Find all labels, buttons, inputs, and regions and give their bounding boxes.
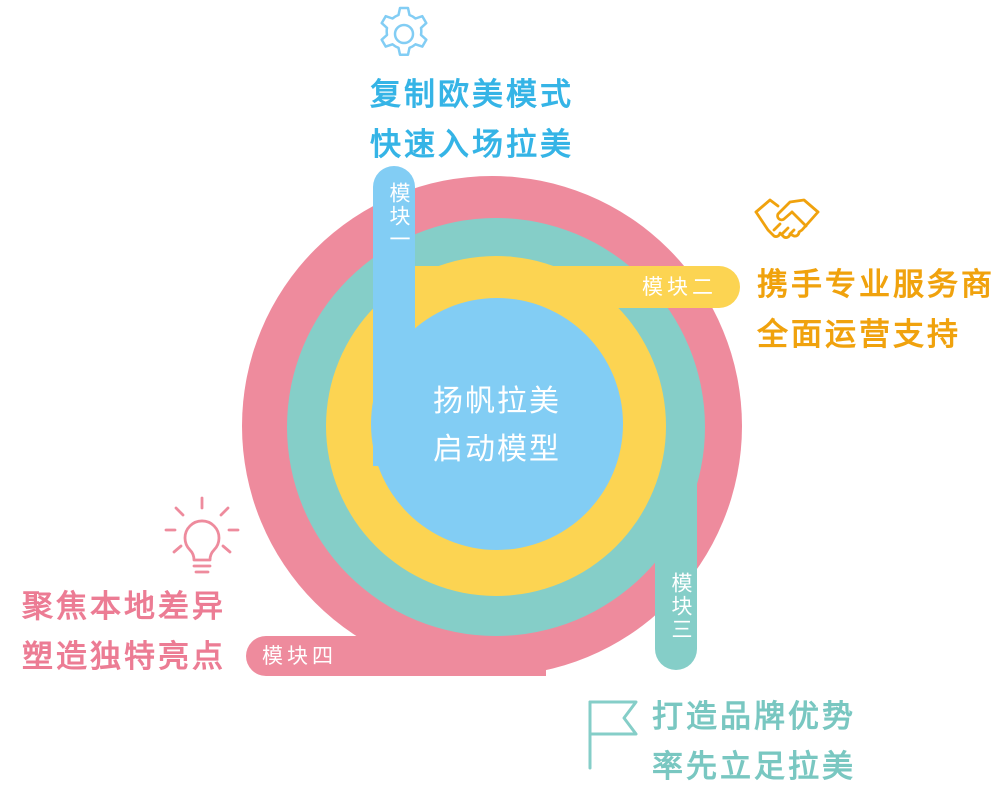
- module-1-tag: 模块一: [387, 182, 411, 251]
- flag-icon: [588, 700, 638, 770]
- module-2-line2: 全面运营支持: [757, 317, 961, 353]
- band-module-4: [246, 636, 546, 676]
- handshake-icon: [754, 198, 820, 239]
- module-3-line2: 率先立足拉美: [652, 749, 856, 785]
- band-module-2: [408, 266, 740, 308]
- module-4-tag: 模块四: [262, 644, 337, 668]
- gear-icon: [380, 6, 428, 57]
- module-2-line1: 携手专业服务商: [757, 267, 995, 303]
- module-4-line1: 聚焦本地差异: [22, 589, 226, 625]
- center-title-line2: 启动模型: [433, 432, 561, 467]
- center-title-line1: 扬帆拉美: [433, 384, 561, 419]
- module-3-line1: 打造品牌优势: [652, 699, 856, 735]
- lightbulb-icon: [164, 496, 240, 574]
- module-2-tag: 模块二: [642, 275, 717, 299]
- module-1-line2: 快速入场拉美: [370, 127, 574, 163]
- module-3-tag: 模块三: [669, 572, 693, 641]
- band-module-1: [373, 166, 415, 466]
- module-1-line1: 复制欧美模式: [370, 77, 574, 113]
- module-4-line2: 塑造独特亮点: [22, 639, 226, 675]
